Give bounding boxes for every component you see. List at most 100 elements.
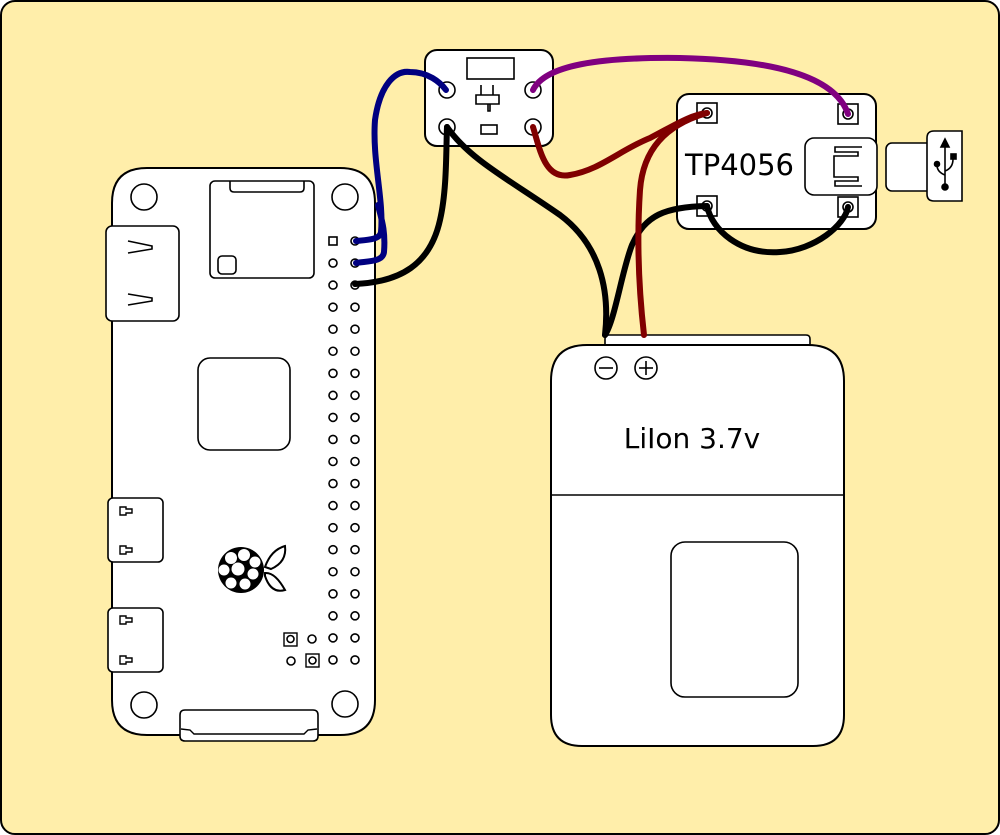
gpio-pin: [350, 324, 360, 335]
battery-minus-icon: [594, 356, 618, 380]
logo-berry-segment: [225, 552, 237, 564]
gpio-pin: [350, 544, 360, 555]
usb-port-housing: [804, 137, 878, 196]
gpio-pin: [328, 522, 338, 533]
wire-pi-gnd-switch: [352, 124, 450, 287]
micro-usb-housing: [107, 497, 164, 563]
switch-label-box: [466, 57, 515, 80]
gpio-pin: [350, 522, 360, 533]
sd-card-notch: [229, 181, 305, 193]
gpio-header: [328, 236, 360, 665]
gpio-pin: [328, 588, 338, 599]
gpio-pin-1-square: [328, 236, 338, 246]
battery-terminal-strip: [604, 334, 811, 345]
wire-pi-switch-2: [353, 202, 388, 266]
usb-icon-square: [950, 153, 957, 160]
push-button-switch: [424, 49, 554, 147]
gpio-pin: [350, 302, 360, 312]
logo-berry-segment: [225, 577, 237, 589]
wire-switch-battery-minus: [444, 124, 610, 338]
gpio-pin: [350, 390, 360, 401]
camera-connector-latch: [180, 728, 318, 735]
sd-card-slot: [209, 180, 315, 279]
wire-pi-switch-1: [353, 68, 449, 244]
battery-plus-icon: [634, 356, 658, 380]
raspberry-pi-zero: [105, 167, 376, 742]
mini-hdmi-port: [105, 225, 180, 322]
logo-berry-segment: [238, 549, 250, 561]
gpio-pin: [328, 456, 338, 467]
battery-label: LiIon 3.7v: [624, 422, 761, 455]
raspberry-pi-logo: [218, 544, 287, 593]
gpio-pin: [328, 633, 338, 643]
logo-berry-segment: [247, 568, 259, 580]
gpio-pin: [350, 566, 360, 577]
usb-icon-arrow: [939, 137, 951, 148]
logo-leaf: [263, 544, 287, 571]
gpio-pin: [328, 434, 338, 445]
wire-charger-bminus-outminus: [704, 203, 851, 256]
gpio-pin: [328, 280, 338, 290]
gpio-pin: [328, 258, 338, 268]
mounting-hole: [130, 183, 158, 211]
usb-icon-dot: [933, 160, 941, 168]
camera-connector: [179, 709, 319, 742]
gpio-pin: [328, 368, 338, 379]
gpio-pin: [328, 566, 338, 577]
mounting-hole: [130, 691, 158, 719]
logo-leaf: [264, 571, 287, 592]
sd-card-corner: [217, 255, 237, 275]
micro-usb-housing: [107, 607, 164, 673]
mounting-hole: [331, 690, 359, 718]
tp4056-usb-port: [804, 137, 878, 196]
gpio-pin: [328, 390, 338, 401]
gpio-pin: [328, 544, 338, 555]
pi-soc-chip: [197, 357, 291, 451]
micro-usb-mark: [119, 615, 133, 625]
test-pad-hole: [286, 656, 296, 666]
logo-berry-segment: [218, 564, 230, 576]
gpio-pin: [328, 302, 338, 312]
gpio-pin: [328, 611, 338, 621]
gpio-pin: [350, 655, 360, 665]
micro-usb-mark: [119, 545, 133, 555]
sd-card-housing: [209, 180, 315, 279]
gpio-pin: [350, 588, 360, 599]
wire-battery-plus-charger: [635, 110, 710, 338]
usb-port-contacts: [833, 146, 862, 187]
logo-berry-segment: [231, 562, 245, 576]
gpio-pin: [350, 633, 360, 643]
usb-plug: [885, 130, 963, 202]
gpio-pin: [328, 500, 338, 511]
micro-usb-mark: [119, 506, 133, 516]
logo-berry-segment: [239, 578, 251, 590]
gpio-pin: [328, 478, 338, 489]
gpio-pin: [350, 500, 360, 511]
wire-battery-minus-charger: [602, 203, 710, 338]
micro-usb-mark: [119, 655, 133, 665]
wire-switch-charger-out-plus: [530, 54, 851, 117]
usb-icon: [933, 137, 957, 191]
gpio-pin: [328, 346, 338, 357]
test-pad-hole: [307, 634, 317, 644]
gpio-pin: [328, 412, 338, 423]
gpio-pin: [328, 655, 338, 665]
gpio-pin: [328, 324, 338, 335]
usb-icon-base: [941, 183, 949, 191]
gpio-pin: [350, 346, 360, 357]
micro-usb-port-data: [107, 497, 164, 563]
switch-button-symbol: [475, 85, 500, 112]
switch-led: [480, 124, 498, 135]
wires: [352, 54, 851, 338]
gpio-pin: [350, 434, 360, 445]
gpio-pin: [350, 456, 360, 467]
liion-battery: LiIon 3.7v: [550, 334, 845, 747]
logo-berry-segment: [249, 556, 261, 568]
mounting-hole: [331, 183, 359, 211]
gpio-pin: [350, 412, 360, 423]
hdmi-mark: [127, 293, 153, 306]
gpio-pin: [350, 611, 360, 621]
hdmi-housing: [105, 225, 180, 322]
gpio-pin: [350, 368, 360, 379]
